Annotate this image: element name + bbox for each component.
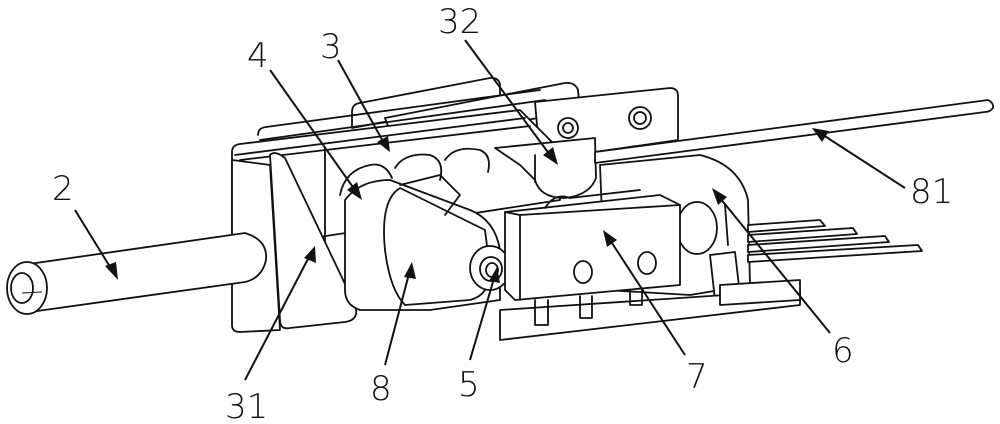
- leader-5: [469, 274, 496, 361]
- label-31: 31: [225, 387, 268, 424]
- arrow-32: [543, 147, 558, 165]
- micro-switch-7: [504, 189, 681, 326]
- leader-81: [819, 132, 906, 189]
- label-2: 2: [52, 169, 74, 209]
- arrow-2: [105, 262, 118, 280]
- leader-3: [337, 59, 386, 146]
- leader-4: [269, 69, 356, 191]
- leader-31: [244, 254, 311, 381]
- leader-32: [464, 39, 551, 156]
- label-4: 4: [247, 36, 269, 76]
- shaft-2: [6, 232, 268, 315]
- leader-6: [719, 197, 831, 334]
- end-plate-31: [231, 152, 358, 333]
- label-8: 8: [370, 369, 392, 409]
- arrow-81: [812, 128, 829, 142]
- arrow-6: [712, 188, 727, 205]
- reference-labels: 2 4 3 32 81 31 8 5 7 6: [52, 2, 953, 424]
- leader-2: [74, 209, 116, 276]
- rod-81: [594, 99, 995, 164]
- arrow-5: [489, 267, 500, 283]
- label-32: 32: [438, 2, 481, 42]
- leader-8: [384, 269, 411, 366]
- label-6: 6: [832, 331, 854, 371]
- arrow-3: [377, 136, 390, 152]
- leaders: [74, 39, 906, 381]
- base-plate: [499, 279, 801, 341]
- label-5: 5: [458, 365, 480, 405]
- block-32: [494, 137, 597, 199]
- label-81: 81: [910, 172, 953, 212]
- pivot-pin-5: [469, 245, 511, 291]
- label-7: 7: [686, 357, 708, 397]
- terminal-pins: [747, 219, 923, 263]
- arrow-7: [603, 230, 617, 247]
- label-3: 3: [320, 27, 342, 67]
- arrow-4: [347, 182, 362, 200]
- leader-7: [609, 239, 686, 356]
- arrow-31: [304, 246, 316, 263]
- arrow-8: [404, 262, 416, 279]
